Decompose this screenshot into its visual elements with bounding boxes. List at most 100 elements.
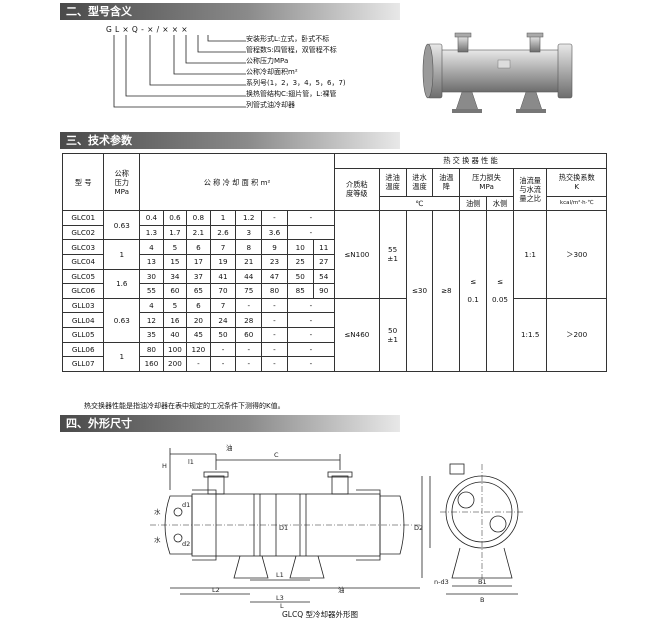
cell-area: 40: [162, 326, 188, 343]
cell-area: -: [186, 356, 211, 372]
cell-area: 0.8: [186, 210, 211, 226]
legend-tube-pass: 管程数S:四管程，双管程不标: [246, 46, 337, 54]
legend-install: 安装形式L:立式，卧式不标: [246, 35, 330, 43]
cell-area: -: [286, 326, 335, 343]
cell-area: 11: [312, 239, 335, 255]
label-B: B: [480, 596, 484, 604]
label-D2: D2: [414, 524, 423, 532]
model-code: GL×Q-×/×××: [106, 25, 191, 34]
cell-model: GLL04: [61, 312, 105, 328]
cell-area: -: [286, 356, 335, 372]
cell-area: 3.6: [261, 224, 288, 241]
cell-area: 19: [209, 253, 237, 270]
cell-area: 45: [186, 326, 211, 343]
cell-area: 25: [286, 253, 314, 270]
cell-area: 0.6: [162, 210, 188, 226]
col-model: 型 号: [61, 152, 105, 212]
cell-area: -: [261, 341, 288, 358]
cell-oil-temp: 50±1: [378, 297, 407, 372]
cell-area: 70: [209, 283, 237, 299]
label-L3: L3: [276, 594, 284, 602]
cell-ratio: 1:1.5: [512, 297, 548, 372]
cell-k: ＞200: [546, 297, 607, 372]
cell-area: 100: [162, 341, 188, 358]
cell-area: 12: [139, 312, 164, 328]
cell-k: ＞300: [546, 210, 607, 299]
cell-model: GLC04: [61, 253, 105, 270]
cell-pressure: 0.63: [103, 297, 141, 343]
cell-area: -: [261, 312, 288, 328]
table-row: GLL04 12 16 20 24 28 - -: [61, 312, 607, 328]
cell-area: 28: [235, 312, 263, 328]
cell-area: -: [209, 356, 237, 372]
table-row: GLL03 0.63 4 5 6 7 - - - ≤N460 50±1 1:1.…: [61, 297, 607, 372]
cell-water-temp: ≤30: [405, 210, 434, 372]
legend-series: 系列号(1，2，3，4，5，6，7): [246, 79, 346, 87]
unit-temp: ℃: [378, 195, 461, 212]
col-oil-drop: 油温降: [432, 167, 461, 197]
cell-area: -: [261, 326, 288, 343]
label-l1: l1: [188, 458, 194, 466]
cell-area: 160: [139, 356, 164, 372]
cell-area: -: [286, 312, 335, 328]
cell-area: 50: [286, 268, 314, 285]
cell-loss-oil: ≤0.1: [459, 210, 488, 372]
cell-oil-drop: ≥8: [432, 210, 461, 372]
cell-model: GLL05: [61, 326, 105, 343]
cell-area: 2.1: [186, 224, 211, 241]
cell-area: 54: [312, 268, 335, 285]
cell-area: -: [286, 210, 335, 226]
cell-area: 6: [186, 239, 211, 255]
cell-pressure: 0.63: [103, 210, 141, 241]
unit-water-side: 水侧: [486, 195, 514, 212]
label-water-bottom: 水: [154, 535, 161, 544]
cell-area: 23: [261, 253, 288, 270]
cell-area: 90: [312, 283, 335, 299]
section-header-shape: 四、外形尺寸: [60, 415, 400, 432]
cell-model: GLC03: [61, 239, 105, 255]
cell-area: 27: [312, 253, 335, 270]
cell-area: 55: [139, 283, 164, 299]
cell-area: 0.4: [139, 210, 164, 226]
cell-area: 5: [162, 239, 188, 255]
cell-area: 41: [209, 268, 237, 285]
cell-area: 47: [261, 268, 288, 285]
label-d2: d2: [182, 540, 190, 548]
cell-area: -: [286, 224, 335, 241]
cell-area: 3: [235, 224, 263, 241]
cell-area: -: [286, 297, 335, 314]
cell-area: 15: [162, 253, 188, 270]
cell-area: 80: [139, 341, 164, 358]
cell-area: 8: [235, 239, 263, 255]
cell-model: GLC01: [61, 210, 105, 226]
legend-tube-structure: 换热管结构C:翅片管，L:裸管: [246, 90, 337, 98]
section-header-model: 二、型号含义: [60, 3, 400, 20]
cell-area: 80: [261, 283, 288, 299]
table-row: GLC02 1.3 1.7 2.1 2.6 3 3.6 -: [61, 224, 607, 241]
table-row: GLL07 160 200 - - - - -: [61, 356, 607, 372]
cell-area: -: [261, 210, 288, 226]
cell-area: -: [235, 356, 263, 372]
cell-area: 75: [235, 283, 263, 299]
label-L: L: [280, 602, 284, 610]
col-viscosity: 介质粘度等级: [333, 167, 380, 212]
cell-oil-temp: 55±1: [378, 210, 407, 299]
cooler-photo: [422, 32, 573, 113]
cell-area: 65: [186, 283, 211, 299]
legend-type: 列管式油冷却器: [246, 101, 295, 109]
cell-pressure: 1: [103, 239, 141, 270]
cell-area: 21: [235, 253, 263, 270]
table-note: 热交换器性能是指油冷却器在表中规定的工况条件下测得的K值。: [84, 402, 285, 410]
cell-area: 120: [186, 341, 211, 358]
cell-area: 4: [139, 297, 164, 314]
cell-area: 7: [209, 297, 237, 314]
outline-drawing: 油 水 水 油 H l1 C L1 L2 L3 L D1 D2 d1 d2 B …: [150, 443, 524, 610]
cell-model: GLC05: [61, 268, 105, 285]
cell-area: 20: [186, 312, 211, 328]
cell-viscosity: ≤N460: [333, 297, 380, 372]
label-water-top: 水: [154, 507, 161, 516]
table-row: GLC04 13 15 17 19 21 23 25 27: [61, 253, 607, 270]
cell-area: 50: [209, 326, 237, 343]
col-area: 公 称 冷 却 面 积 m²: [139, 152, 335, 212]
